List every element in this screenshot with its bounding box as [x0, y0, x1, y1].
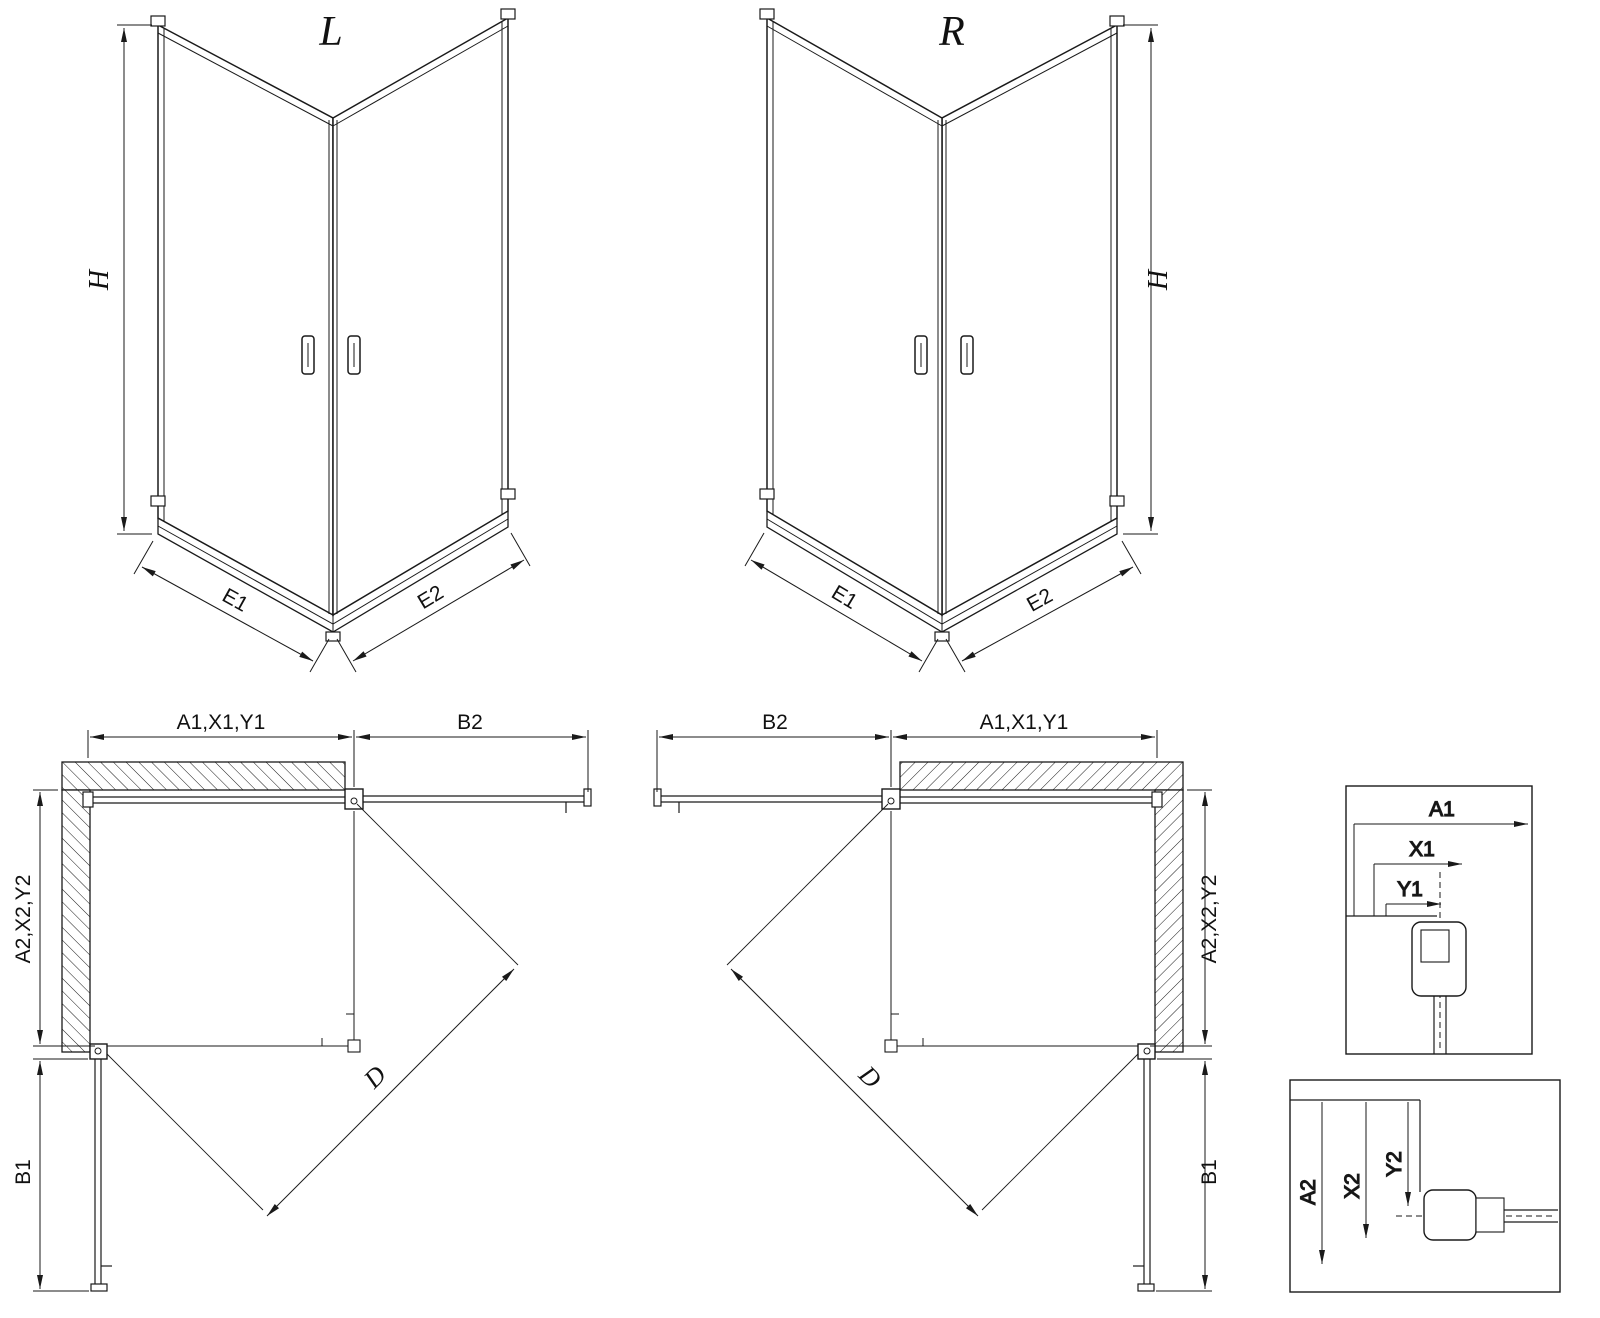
label-height-right: H — [1143, 268, 1174, 291]
plan-left-geometry — [33, 730, 591, 1291]
perspective-view-left: L H E1 E2 — [84, 9, 530, 672]
perspective-view-right: R H E2 E1 — [745, 9, 1174, 672]
perspective-right-geometry — [745, 9, 1158, 672]
detail-wall-profile-top: A1 X1 Y1 — [1345, 785, 1533, 1055]
label-e2-left: E2 — [414, 581, 448, 614]
label-a1x1y1-right: A1,X1,Y1 — [980, 711, 1069, 734]
label-diagonal-right: D — [852, 1059, 887, 1094]
label-b2-left: B2 — [457, 711, 483, 734]
plan-view-left: A1,X1,Y1 B2 A2,X2,Y2 B1 D — [12, 711, 591, 1291]
perspective-left-title: L — [318, 9, 342, 55]
detail-top-label-a1: A1 — [1429, 798, 1455, 821]
label-a1x1y1-left: A1,X1,Y1 — [177, 711, 266, 734]
detail-top-label-y1: Y1 — [1397, 878, 1423, 901]
detail-wall-profile-bottom: A2 X2 Y2 — [1289, 1079, 1561, 1293]
detail-top-label-x1: X1 — [1409, 838, 1435, 861]
plan-view-right: B2 A1,X1,Y1 A2,X2,Y2 B1 D — [654, 711, 1221, 1291]
perspective-right-title: R — [938, 9, 965, 55]
label-b2-right: B2 — [762, 711, 788, 734]
detail-bottom-label-a2: A2 — [1297, 1179, 1320, 1205]
label-a2x2y2-right: A2,X2,Y2 — [1198, 875, 1221, 964]
detail-bottom-label-y2: Y2 — [1383, 1151, 1406, 1177]
label-b1-left: B1 — [12, 1159, 35, 1185]
label-height-left: H — [84, 268, 115, 291]
plan-right-geometry — [654, 730, 1212, 1291]
label-diagonal-left: D — [357, 1060, 392, 1095]
detail-bottom-label-x2: X2 — [1341, 1173, 1364, 1199]
label-e1-right: E1 — [827, 581, 861, 614]
perspective-left-geometry — [117, 9, 530, 672]
label-b1-right: B1 — [1198, 1159, 1221, 1185]
label-a2x2y2-left: A2,X2,Y2 — [12, 875, 35, 964]
